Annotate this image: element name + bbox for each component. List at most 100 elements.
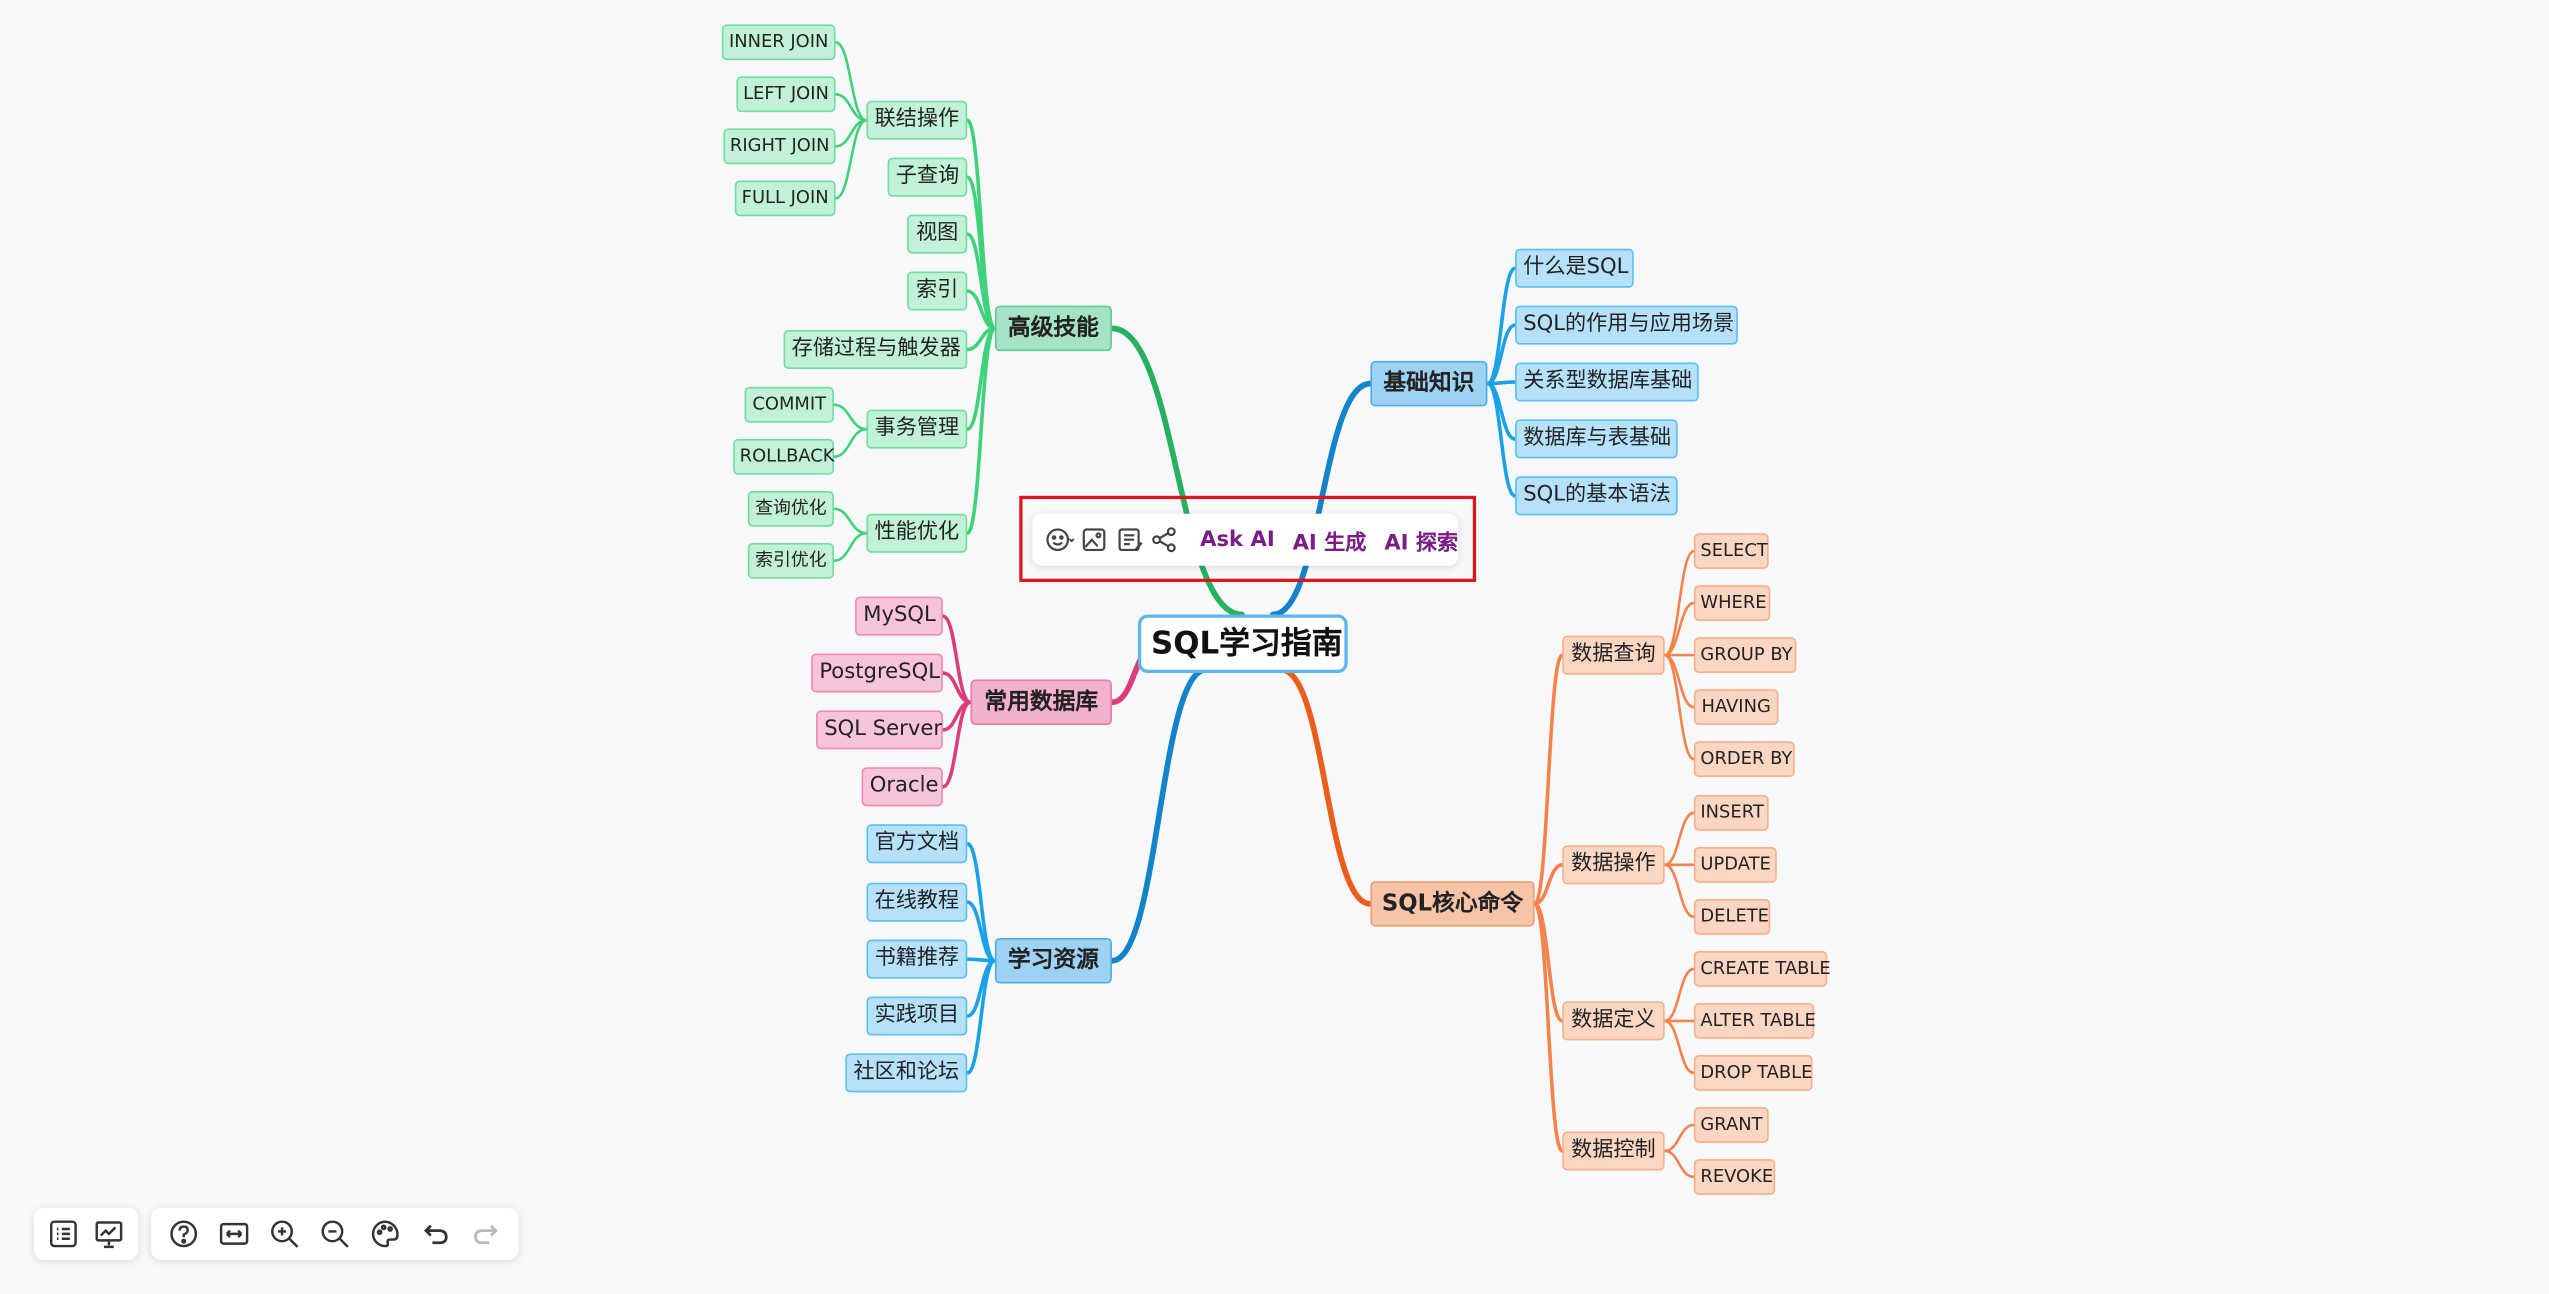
canvas-toolbar [151, 1207, 519, 1260]
topic-having[interactable]: HAVING [1693, 689, 1779, 726]
topic-delete[interactable]: DELETE [1693, 898, 1771, 935]
help-icon[interactable] [158, 1211, 209, 1257]
link-dml-2 [1663, 863, 1696, 919]
topic-basics[interactable]: 基础知识 [1370, 360, 1488, 407]
topic-sql-uses[interactable]: SQL的作用与应用场景 [1515, 305, 1738, 345]
topic-right-join[interactable]: RIGHT JOIN [723, 128, 836, 165]
topic-insert[interactable]: INSERT [1693, 794, 1769, 831]
link-basic-4 [1485, 381, 1517, 498]
topic-commit[interactable]: COMMIT [744, 386, 834, 423]
topic-order-by[interactable]: ORDER BY [1693, 741, 1795, 778]
link-res-4 [965, 958, 997, 1075]
topic-learning-resources[interactable]: 学习资源 [994, 937, 1112, 984]
topic-performance[interactable]: 性能优化 [866, 513, 968, 553]
zoom-in-icon[interactable] [259, 1211, 310, 1257]
topic-create-table[interactable]: CREATE TABLE [1693, 950, 1831, 987]
topic-online-tutorials[interactable]: 在线教程 [866, 882, 968, 922]
topic-drop-table[interactable]: DROP TABLE [1693, 1055, 1813, 1091]
link-root-core [1278, 666, 1374, 907]
link-joins-3 [834, 118, 868, 200]
context-toolbar-highlight: Ask AI AI 生成 AI 探索 [1019, 495, 1477, 582]
relation-icon[interactable] [1147, 519, 1182, 561]
link-core-0 [1532, 653, 1565, 906]
topic-dcl[interactable]: 数据控制 [1562, 1131, 1665, 1171]
ask-ai-button[interactable]: Ask AI [1200, 527, 1275, 552]
topic-advanced-skills[interactable]: 高级技能 [994, 305, 1112, 352]
topic-select[interactable]: SELECT [1693, 533, 1769, 569]
topic-full-join[interactable]: FULL JOIN [734, 180, 836, 217]
undo-icon[interactable] [411, 1211, 462, 1257]
topic-alter-table[interactable]: ALTER TABLE [1693, 1003, 1816, 1039]
link-tx-1 [832, 427, 868, 459]
topic-rollback[interactable]: ROLLBACK [733, 438, 835, 475]
topic-what-is-sql[interactable]: 什么是SQL [1515, 248, 1634, 288]
view-toolbar [34, 1207, 139, 1260]
link-dcl-0 [1663, 1123, 1696, 1153]
topic-sql-server[interactable]: SQL Server [816, 710, 943, 750]
topic-dml[interactable]: 数据操作 [1562, 845, 1665, 885]
link-advanced-6 [965, 326, 997, 535]
link-db-3 [941, 700, 973, 789]
topic-left-join[interactable]: LEFT JOIN [736, 76, 836, 113]
link-dcl-1 [1663, 1149, 1696, 1179]
link-root-advanced [1109, 325, 1245, 618]
topic-grant[interactable]: GRANT [1693, 1107, 1769, 1143]
root-node[interactable]: SQL学习指南 [1137, 614, 1348, 674]
context-toolbar: Ask AI AI 生成 AI 探索 [1032, 513, 1459, 566]
outline-icon[interactable] [41, 1211, 87, 1257]
link-perf-1 [832, 531, 868, 563]
topic-projects[interactable]: 实践项目 [866, 996, 968, 1036]
topic-relational-db[interactable]: 关系型数据库基础 [1515, 362, 1699, 402]
topic-common-databases[interactable]: 常用数据库 [970, 679, 1112, 726]
link-ddl-0 [1663, 967, 1696, 1023]
image-icon[interactable] [1077, 519, 1112, 561]
link-dql-4 [1663, 653, 1696, 761]
link-perf-0 [832, 507, 868, 535]
topic-views[interactable]: 视图 [907, 214, 968, 254]
topic-official-docs[interactable]: 官方文档 [866, 824, 968, 864]
topic-index-optimization[interactable]: 索引优化 [747, 542, 834, 579]
topic-books[interactable]: 书籍推荐 [866, 939, 968, 979]
link-dql-1 [1663, 601, 1696, 657]
ai-generate-button[interactable]: AI 生成 [1292, 530, 1367, 556]
topic-inner-join[interactable]: INNER JOIN [721, 24, 836, 61]
zoom-out-icon[interactable] [310, 1211, 361, 1257]
fit-width-icon[interactable] [208, 1211, 259, 1257]
topic-joins[interactable]: 联结操作 [866, 100, 968, 140]
topic-mysql[interactable]: MySQL [855, 596, 943, 636]
topic-oracle[interactable]: Oracle [861, 767, 943, 807]
topic-dql[interactable]: 数据查询 [1562, 635, 1665, 675]
presentation-icon[interactable] [86, 1211, 132, 1257]
topic-where[interactable]: WHERE [1693, 585, 1771, 621]
ai-explore-button[interactable]: AI 探索 [1384, 530, 1459, 556]
topic-index[interactable]: 索引 [907, 271, 968, 311]
topic-ddl[interactable]: 数据定义 [1562, 1001, 1665, 1041]
theme-icon[interactable] [360, 1211, 411, 1257]
link-advanced-0 [965, 118, 997, 331]
link-dml-0 [1663, 811, 1696, 867]
link-root-resources [1109, 666, 1210, 964]
topic-basic-syntax[interactable]: SQL的基本语法 [1515, 476, 1678, 516]
topic-transactions[interactable]: 事务管理 [866, 409, 968, 449]
link-joins-0 [834, 40, 868, 122]
link-core-3 [1532, 902, 1565, 1153]
topic-community[interactable]: 社区和论坛 [845, 1053, 968, 1093]
topic-procedures-triggers[interactable]: 存储过程与触发器 [783, 330, 968, 370]
topic-query-optimization[interactable]: 查询优化 [747, 490, 834, 527]
topic-subquery[interactable]: 子查询 [887, 157, 968, 197]
redo-icon[interactable] [461, 1211, 512, 1257]
topic-db-tables[interactable]: 数据库与表基础 [1515, 419, 1678, 459]
topic-group-by[interactable]: GROUP BY [1693, 637, 1797, 674]
link-tx-0 [832, 403, 868, 431]
link-dql-0 [1663, 549, 1696, 657]
link-ddl-2 [1663, 1019, 1696, 1075]
topic-revoke[interactable]: REVOKE [1693, 1159, 1776, 1195]
link-core-1 [1532, 863, 1565, 906]
topic-update[interactable]: UPDATE [1693, 846, 1777, 883]
topic-postgresql[interactable]: PostgreSQL [811, 653, 943, 693]
emoji-icon[interactable] [1042, 519, 1077, 561]
note-icon[interactable] [1112, 519, 1147, 561]
topic-core-commands[interactable]: SQL核心命令 [1370, 881, 1535, 927]
